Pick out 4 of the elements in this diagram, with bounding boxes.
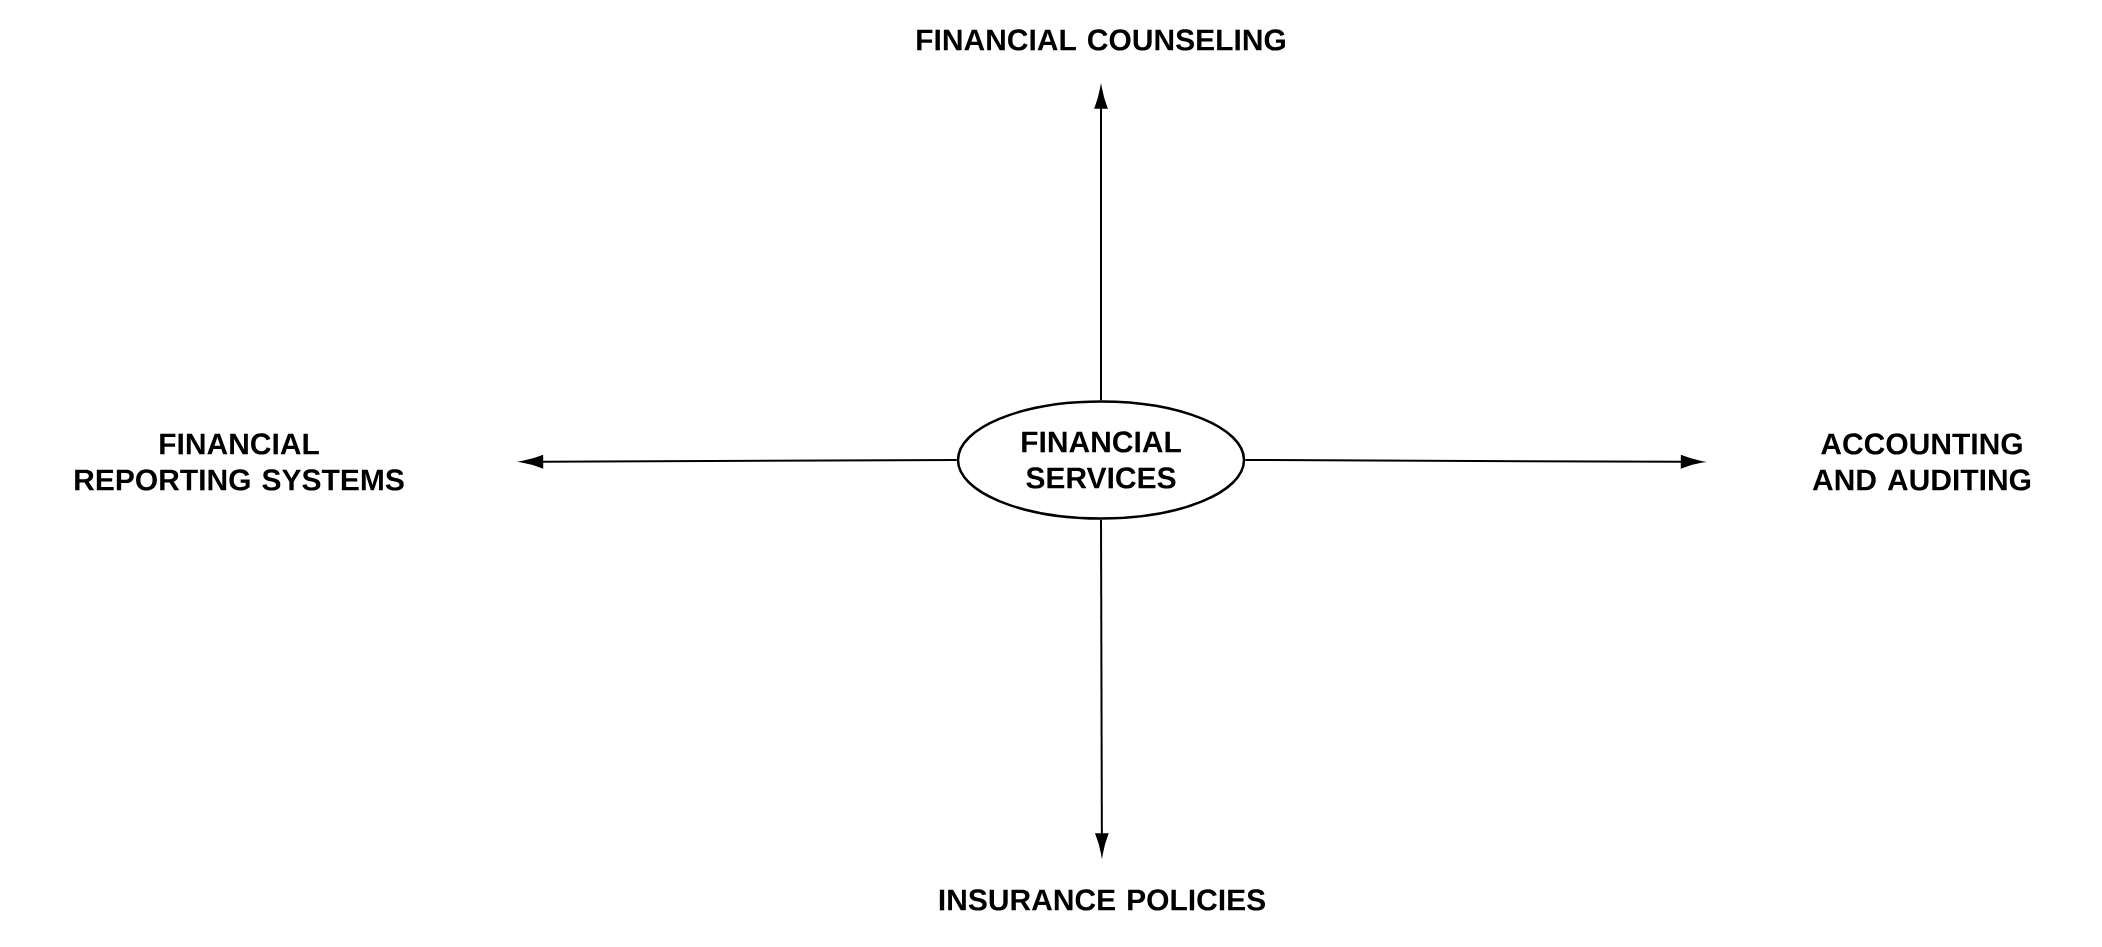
branch-label: INSURANCE POLICIES: [939, 889, 1265, 911]
branch-label: ACCOUNTING AND AUDITING: [1812, 433, 2031, 491]
branch-label: FINANCIAL COUNSELING: [917, 29, 1285, 51]
branch-label: FINANCIAL REPORTING SYSTEMS: [75, 433, 404, 491]
